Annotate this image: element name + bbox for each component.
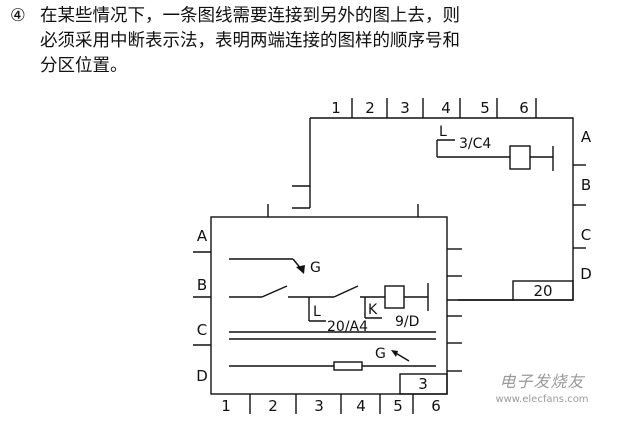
paragraph-line-3: 分区位置。 (40, 56, 128, 76)
lower-column-label: 3 (314, 397, 324, 415)
paragraph: ④ 在某些情况下，一条图线需要连接到另外的图上去，则 必须采用中断表示法，表明两端… (10, 4, 610, 79)
lower-sheet-frame (210, 216, 448, 395)
lower-row-label: C (197, 321, 207, 339)
upper-column-label: 6 (519, 99, 529, 117)
upper-row-label: D (580, 265, 592, 283)
arrow-head-icon (391, 350, 398, 357)
upper-row-label: C (581, 226, 591, 244)
upper-row-label: A (581, 128, 592, 146)
paragraph-text-1: 在某些情况下，一条图线需要连接到另外的图上去，则 (40, 6, 460, 26)
watermark: 电子发烧友 www.elecfans.com (477, 368, 607, 414)
lower-column-label: 2 (268, 397, 278, 415)
lower-column-label: 4 (356, 397, 366, 415)
upper-sheet-frame (310, 117, 574, 301)
lower-row-label: A (197, 227, 208, 245)
lower-row-label: D (196, 367, 208, 385)
upper-row-label: B (581, 176, 591, 194)
watermark-text: 电子发烧友 (499, 372, 585, 391)
upper-sheet-number: 20 (533, 282, 552, 300)
upper-line-label: L (439, 124, 447, 140)
upper-column-label: 5 (480, 99, 490, 117)
relay-label: K (368, 302, 378, 318)
circled-marker: ④ (10, 6, 26, 26)
arrow-label-bottom: G (375, 346, 386, 362)
lower-column-label: 5 (393, 397, 403, 415)
arrow-label-top: G (310, 260, 321, 276)
lower-reference: 20/A4 (327, 319, 368, 335)
watermark-url: www.elecfans.com (495, 394, 589, 405)
upper-column-label: 3 (400, 99, 410, 117)
upper-column-label: 1 (331, 99, 341, 117)
upper-column-label: 4 (441, 99, 451, 117)
lower-sheet-number: 3 (418, 375, 428, 393)
paragraph-line-1: ④ 在某些情况下，一条图线需要连接到另外的图上去，则 (10, 4, 610, 29)
upper-column-label: 2 (365, 99, 375, 117)
upper-reference: 3/C4 (459, 136, 491, 152)
lower-row-label: B (197, 276, 207, 294)
paragraph-line-2: 必须采用中断表示法，表明两端连接的图样的顺序号和 (40, 31, 460, 51)
arrow-head-icon (296, 265, 305, 274)
relay-reference: 9/D (395, 314, 419, 330)
lower-column-label: 6 (431, 397, 441, 415)
lower-column-label: 1 (221, 397, 231, 415)
lower-line-label: L (313, 304, 321, 320)
